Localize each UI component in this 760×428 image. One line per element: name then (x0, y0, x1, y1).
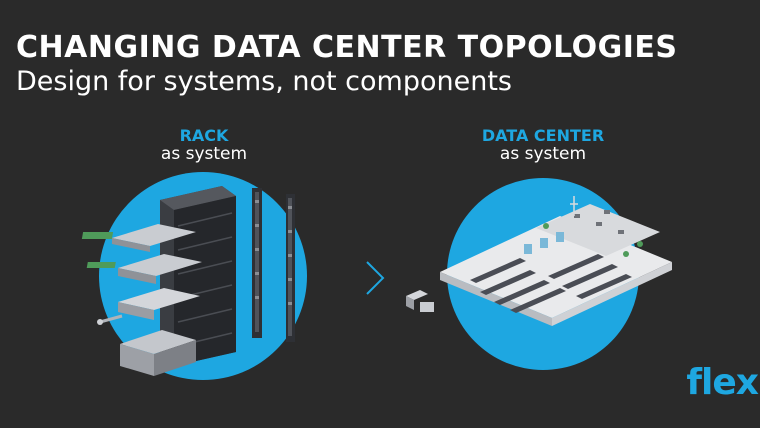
rack-label: RACK as system (104, 126, 304, 164)
datacenter-label-main: DATA CENTER (481, 126, 605, 145)
flex-logo: flex (686, 362, 759, 403)
slide-subtitle: Design for systems, not components (16, 66, 512, 97)
slide-title: CHANGING DATA CENTER TOPOLOGIES (16, 30, 678, 65)
rack-label-main: RACK (179, 126, 229, 145)
datacenter-label-sub: as system (499, 144, 587, 164)
rack-illustration (81, 172, 307, 380)
rack-label-sub: as system (160, 144, 248, 164)
datacenter-label: DATA CENTER as system (443, 126, 643, 164)
chevron-right-icon (366, 261, 385, 295)
datacenter-illustration (406, 178, 672, 370)
